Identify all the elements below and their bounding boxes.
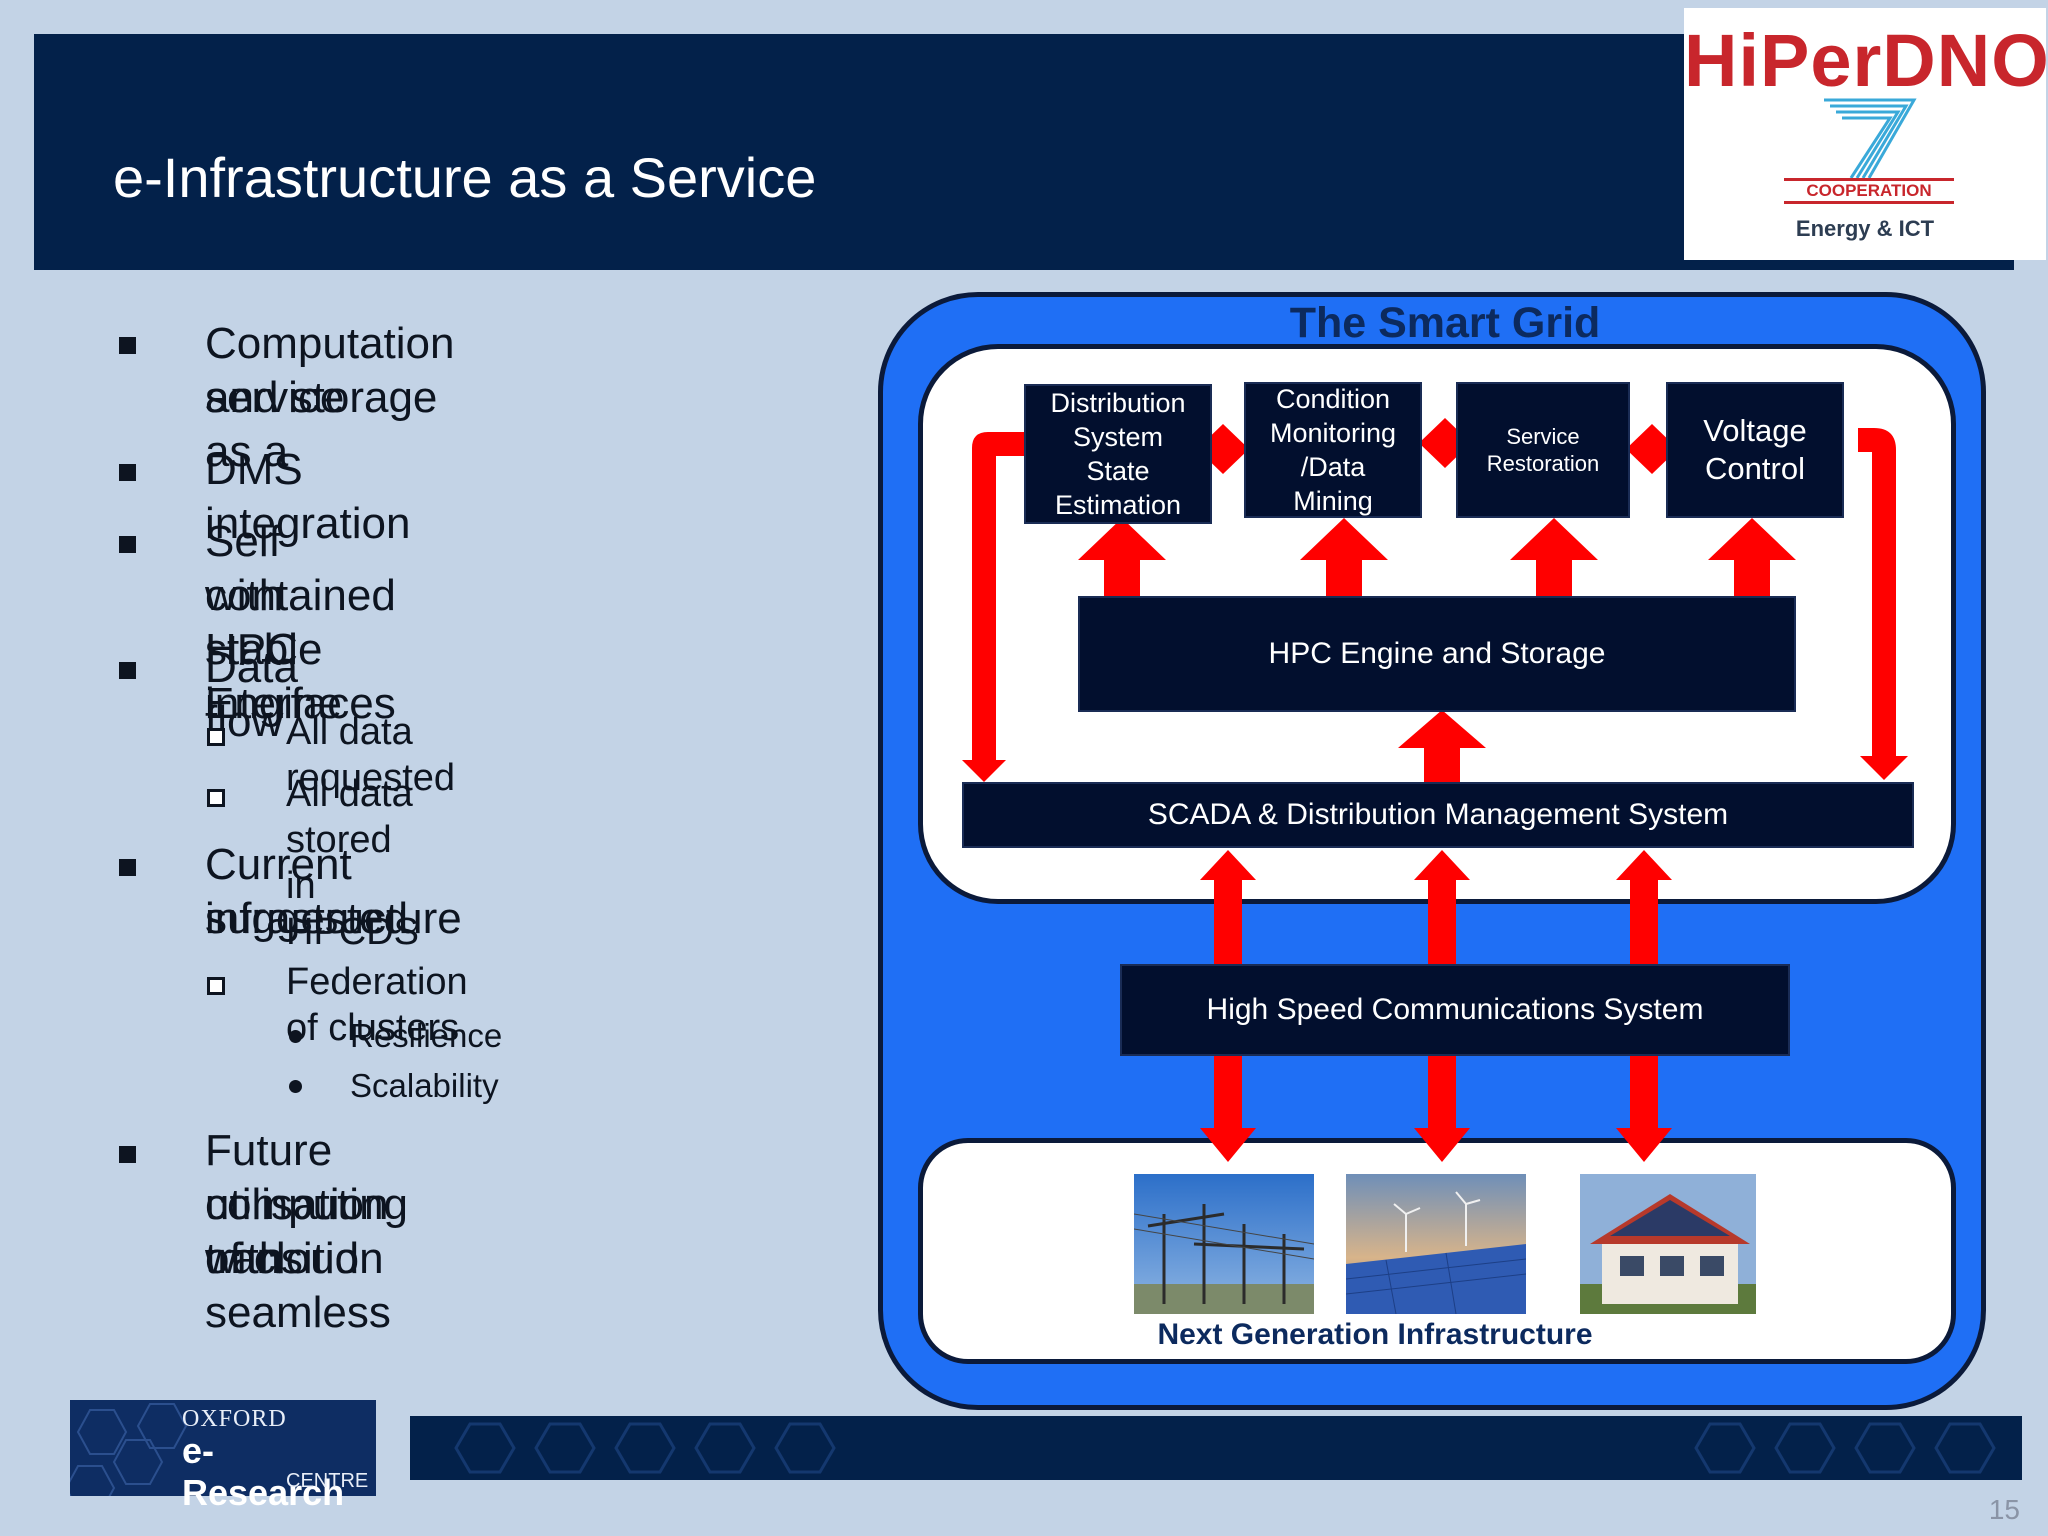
sub-bullet-marker [207,789,225,807]
footer-hexagon-pattern [454,1422,1996,1474]
connector-diamond [1626,424,1678,474]
hexagon-pattern-icon [70,1403,188,1496]
bullet-requested: All data requested [286,711,456,799]
next-generation-label: Next Generation Infrastructure [1157,1318,1593,1351]
bullet-resilience: Resilience [350,1017,503,1054]
substation-image [1134,1174,1314,1314]
bullet-future-line3: transition [205,1234,384,1283]
bullet-hpc-line1: Self contained HPC Engine [205,517,396,728]
bullet-marker [119,662,136,679]
bullet-marker [119,536,136,553]
box-sr-line: Restoration [1486,451,1600,476]
box-vc-line: Voltage [1703,413,1807,448]
photo-solar-wind [1346,1174,1526,1314]
box-vc-line: Control [1705,451,1805,486]
box-condition-monitoring: Condition Monitoring /Data Mining [1244,382,1422,518]
box-dsse-line: State [1086,456,1150,486]
solar-house-image [1580,1174,1756,1314]
box-scada-label: SCADA & Distribution Management System [1147,798,1729,831]
box-communications: High Speed Communications System [1120,964,1790,1056]
bullet-marker [119,464,136,481]
bullet-federation: Federation of clusters [286,961,468,1049]
energy-ict-label: Energy & ICT [1795,216,1935,241]
box-hscs-label: High Speed Communications System [1206,993,1704,1026]
box-cm-line: /Data [1300,452,1366,482]
smart-grid-title: The Smart Grid [1289,299,1601,347]
bullet-computation-line1: Computation and storage as a [205,319,455,476]
oxford-logo: OXFORD e-Research CENTRE [70,1400,376,1513]
bullet-marker [119,859,136,876]
photo-solar-house [1580,1174,1756,1314]
up-arrow [1078,518,1166,596]
hiperdno-logo: HiPerDNO COOPERATION Energy & ICT [1684,8,2048,260]
solar-wind-image [1346,1174,1526,1314]
box-hpc-engine: HPC Engine and Storage [1078,596,1796,712]
up-arrow [1398,710,1486,784]
hiperdno-wordmark: HiPerDNO [1684,19,2048,102]
sub-bullet-marker [207,728,225,746]
centre-word: CENTRE [286,1470,369,1492]
box-dsse-line: Estimation [1054,490,1182,520]
bullet-scalability: Scalability [350,1067,499,1104]
bullet-marker [119,337,136,354]
eresearch-word: e-Research [182,1430,345,1513]
box-voltage-control: Voltage Control [1666,382,1844,518]
bullet-future-line2: computing with seamless [205,1180,409,1337]
bullet-future-line1: Future utilisation of cloud [205,1126,389,1283]
sub-sub-bullet-marker [289,1030,302,1043]
slide-title: e-Infrastructure as a Service [113,146,817,209]
page-number: 15 [1988,1494,2020,1525]
box-state-estimation: Distribution System State Estimation [1024,384,1212,524]
sub-bullet-marker [207,977,225,995]
up-arrow [1300,518,1388,596]
bullet-dataflow: Data flow [205,643,298,746]
right-loop-arrow [1858,428,1908,780]
box-service-restoration: Service Restoration [1456,382,1630,518]
bullet-marker [119,1146,136,1163]
box-cm-line: Monitoring [1269,418,1397,448]
bullet-dms: DMS integration [205,445,411,548]
box-dsse-line: Distribution [1050,388,1186,418]
fp7-seven-icon [1824,98,1917,179]
left-loop-arrow [962,432,1024,782]
bullet-computation-line2: service [205,373,345,422]
up-arrow [1708,518,1796,596]
box-cm-line: Condition [1275,384,1391,414]
footer-bar [410,1416,2022,1480]
box-dsse-line: System [1072,422,1164,452]
box-hpc-label: HPC Engine and Storage [1268,637,1606,670]
cooperation-label: COOPERATION [1784,178,1954,204]
box-scada-dms: SCADA & Distribution Management System [962,782,1914,848]
up-arrow [1510,518,1598,596]
bullet-current-line1: Current suggested [205,840,409,943]
box-sr-line: Service [1506,424,1580,449]
oxford-word: OXFORD [182,1406,287,1432]
bullet-stored: All data stored in HPCDS [286,773,420,953]
sub-sub-bullet-marker [289,1080,302,1093]
bullet-hpc-line2: with stable interfaces [205,571,396,728]
photo-substation [1134,1174,1314,1314]
bullet-current-line2: infrastructure [205,894,462,943]
box-cm-line: Mining [1293,486,1373,516]
